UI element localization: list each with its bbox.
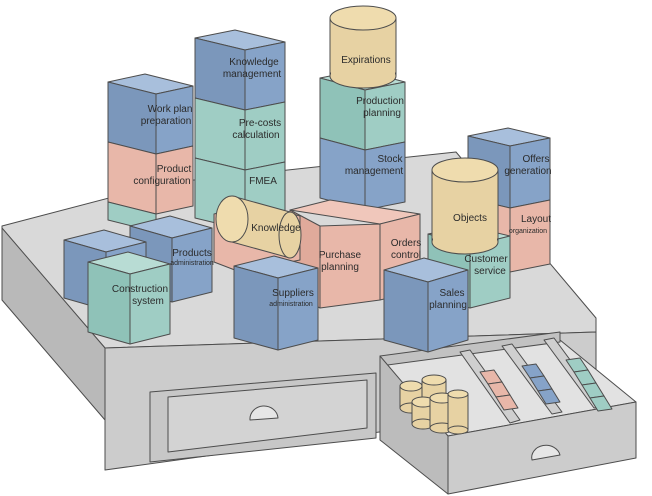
label-customer-1: Customer (464, 254, 508, 265)
label-customer-2: service (474, 266, 506, 277)
label-layout-2: organization (509, 228, 547, 235)
expirations: Expirations (341, 55, 390, 66)
label-stock-2: management (345, 166, 404, 177)
block-stack-work-plan (107, 73, 194, 233)
label-work-plan-2: preparation (141, 116, 192, 127)
objects: Objects (453, 213, 487, 224)
label-sales-1: Sales (439, 288, 464, 299)
label-work-plan-1: Work plan (148, 104, 193, 115)
product-configuration: Product configuration (133, 164, 191, 187)
block-stack-knowledge-management (194, 29, 286, 231)
label-orders-1: Orders (391, 238, 422, 249)
offers-generation: Offers generation (504, 154, 551, 177)
sales-planning: Sales planning (429, 288, 467, 311)
mini-cylinder (447, 389, 469, 435)
label-precosts-1: Pre-costs (239, 118, 281, 129)
label-offers-1: Offers (522, 154, 549, 165)
label-layout-1: Layout (521, 214, 551, 225)
block-sales-planning (383, 257, 469, 353)
label-product-config-2: configuration (133, 176, 190, 187)
open-drawer-handle (531, 444, 561, 461)
label-orders-2: control (391, 250, 421, 261)
production-planning: Production planning (356, 96, 404, 119)
knowledge-management: Knowledge management (223, 57, 282, 80)
pre-costs-calculation: Pre-costs calculation (232, 118, 281, 141)
label-stock-1: Stock (377, 154, 403, 165)
label-knowledge-mgmt-1: Knowledge (229, 57, 279, 68)
open-drawer (379, 331, 637, 495)
fmea: FMEA (249, 176, 277, 187)
mini-cylinder (411, 396, 435, 430)
label-suppliers-1: Suppliers (272, 288, 314, 299)
customer-service: Customer service (464, 254, 508, 277)
label-suppliers-2: administration (269, 301, 313, 308)
drawer-mini-cylinders (399, 374, 469, 435)
expirations-cylinder: Expirations (329, 5, 397, 89)
label-production-1: Production (356, 96, 404, 107)
label-offers-2: generation (504, 166, 551, 177)
label-production-2: planning (363, 108, 401, 119)
drawer-mini-cubes-teal (565, 357, 613, 412)
knowledge: Knowledge (251, 223, 301, 234)
label-products-1: Products (172, 248, 211, 259)
mini-cylinder (421, 374, 447, 403)
label-construction-1: Construction (112, 284, 168, 295)
label-precosts-2: calculation (232, 130, 279, 141)
suppliers-administration: Suppliers administration (269, 288, 314, 308)
orders-control: Orders control (391, 238, 422, 261)
work-plan-preparation: Work plan preparation (141, 104, 193, 127)
block-stack-production (319, 69, 406, 211)
objects-cylinder: Objects (431, 157, 499, 255)
label-construction-2: system (132, 296, 164, 307)
label-products-2: administration (170, 260, 214, 267)
knowledge-cylinder: Knowledge (213, 195, 302, 273)
label-sales-2: planning (429, 300, 467, 311)
layout-organization: Layout organization (509, 214, 551, 235)
left-drawer-handle (249, 405, 279, 421)
label-purchase-1: Purchase (319, 250, 362, 261)
label-knowledge-mgmt-2: management (223, 69, 282, 80)
label-purchase-2: planning (321, 262, 359, 273)
block-suppliers-administration (233, 255, 319, 351)
construction-system: Construction system (112, 284, 168, 307)
drawer-mini-cubes-blue (521, 363, 561, 405)
purchase-planning: Purchase planning (319, 250, 362, 273)
block-construction-system (87, 251, 171, 345)
label-product-config-1: Product (157, 164, 192, 175)
drawer-mini-cubes-salmon (479, 369, 519, 411)
products-administration: Products administration (170, 248, 214, 267)
stock-management: Stock management (345, 154, 404, 177)
